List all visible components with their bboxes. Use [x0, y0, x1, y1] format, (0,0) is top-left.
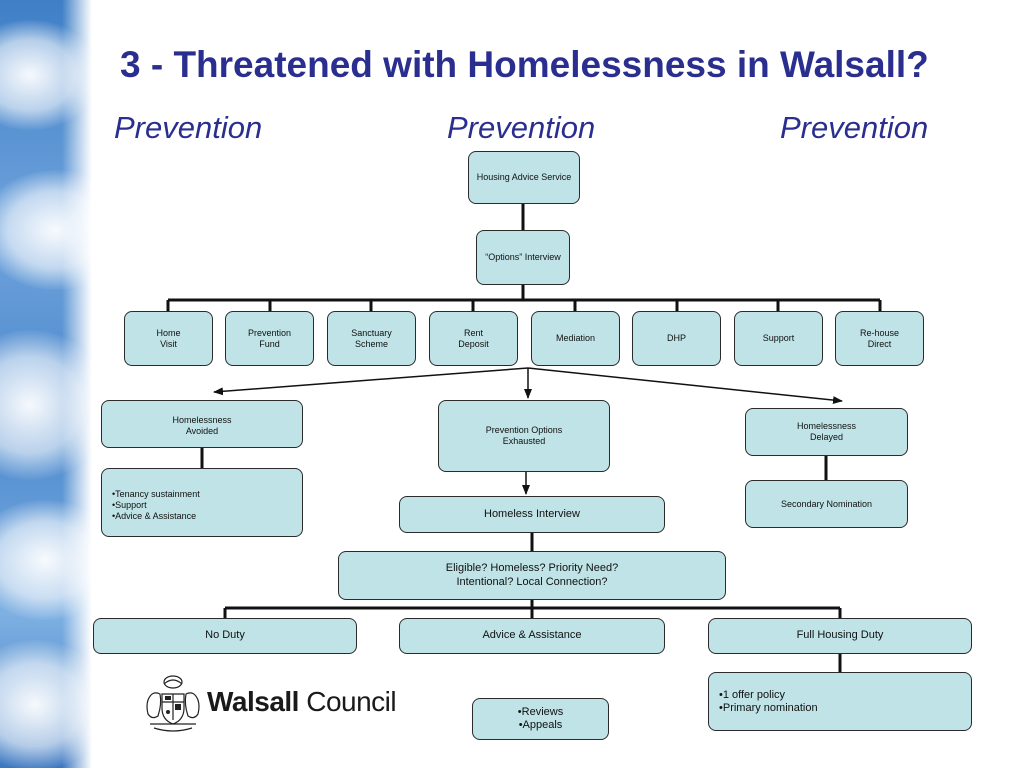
homelessness-delayed-box: Homelessness Delayed [745, 408, 908, 456]
full-duty-outcomes-box: •1 offer policy •Primary nomination [708, 672, 972, 731]
sky-background [0, 0, 92, 768]
secondary-nomination-box: Secondary Nomination [745, 480, 908, 528]
support-box: Support [734, 311, 823, 366]
eligibility-tests-box: Eligible? Homeless? Priority Need? Inten… [338, 551, 726, 600]
homelessness-avoided-box: Homelessness Avoided [101, 400, 303, 448]
no-duty-box: No Duty [93, 618, 357, 654]
sanctuary-scheme-box: Sanctuary Scheme [327, 311, 416, 366]
walsall-council-logo: Walsall Council [142, 672, 412, 736]
rehouse-direct-box: Re-house Direct [835, 311, 924, 366]
dhp-box: DHP [632, 311, 721, 366]
walsall-council-wordmark: Walsall Council [207, 686, 397, 717]
prevention-label-right: Prevention [780, 110, 929, 145]
prevention-label-left: Prevention [114, 110, 263, 145]
walsall-crest-icon [146, 675, 200, 732]
slide-title: 3 - Threatened with Homelessness in Wals… [120, 44, 929, 85]
housing-advice-service-box: Housing Advice Service [468, 151, 580, 204]
full-housing-duty-box: Full Housing Duty [708, 618, 972, 654]
home-visit-box: Home Visit [124, 311, 213, 366]
prevention-options-exhausted-box: Prevention Options Exhausted [438, 400, 610, 472]
options-interview-box: “Options” Interview [476, 230, 570, 285]
homeless-interview-box: Homeless Interview [399, 496, 665, 533]
prevention-label-center: Prevention [447, 110, 596, 145]
avoided-outcomes-box: •Tenancy sustainment •Support •Advice & … [101, 468, 303, 537]
advice-assistance-box: Advice & Assistance [399, 618, 665, 654]
mediation-box: Mediation [531, 311, 620, 366]
reviews-appeals-box: •Reviews •Appeals [472, 698, 609, 740]
prevention-fund-box: Prevention Fund [225, 311, 314, 366]
rent-deposit-box: Rent Deposit [429, 311, 518, 366]
